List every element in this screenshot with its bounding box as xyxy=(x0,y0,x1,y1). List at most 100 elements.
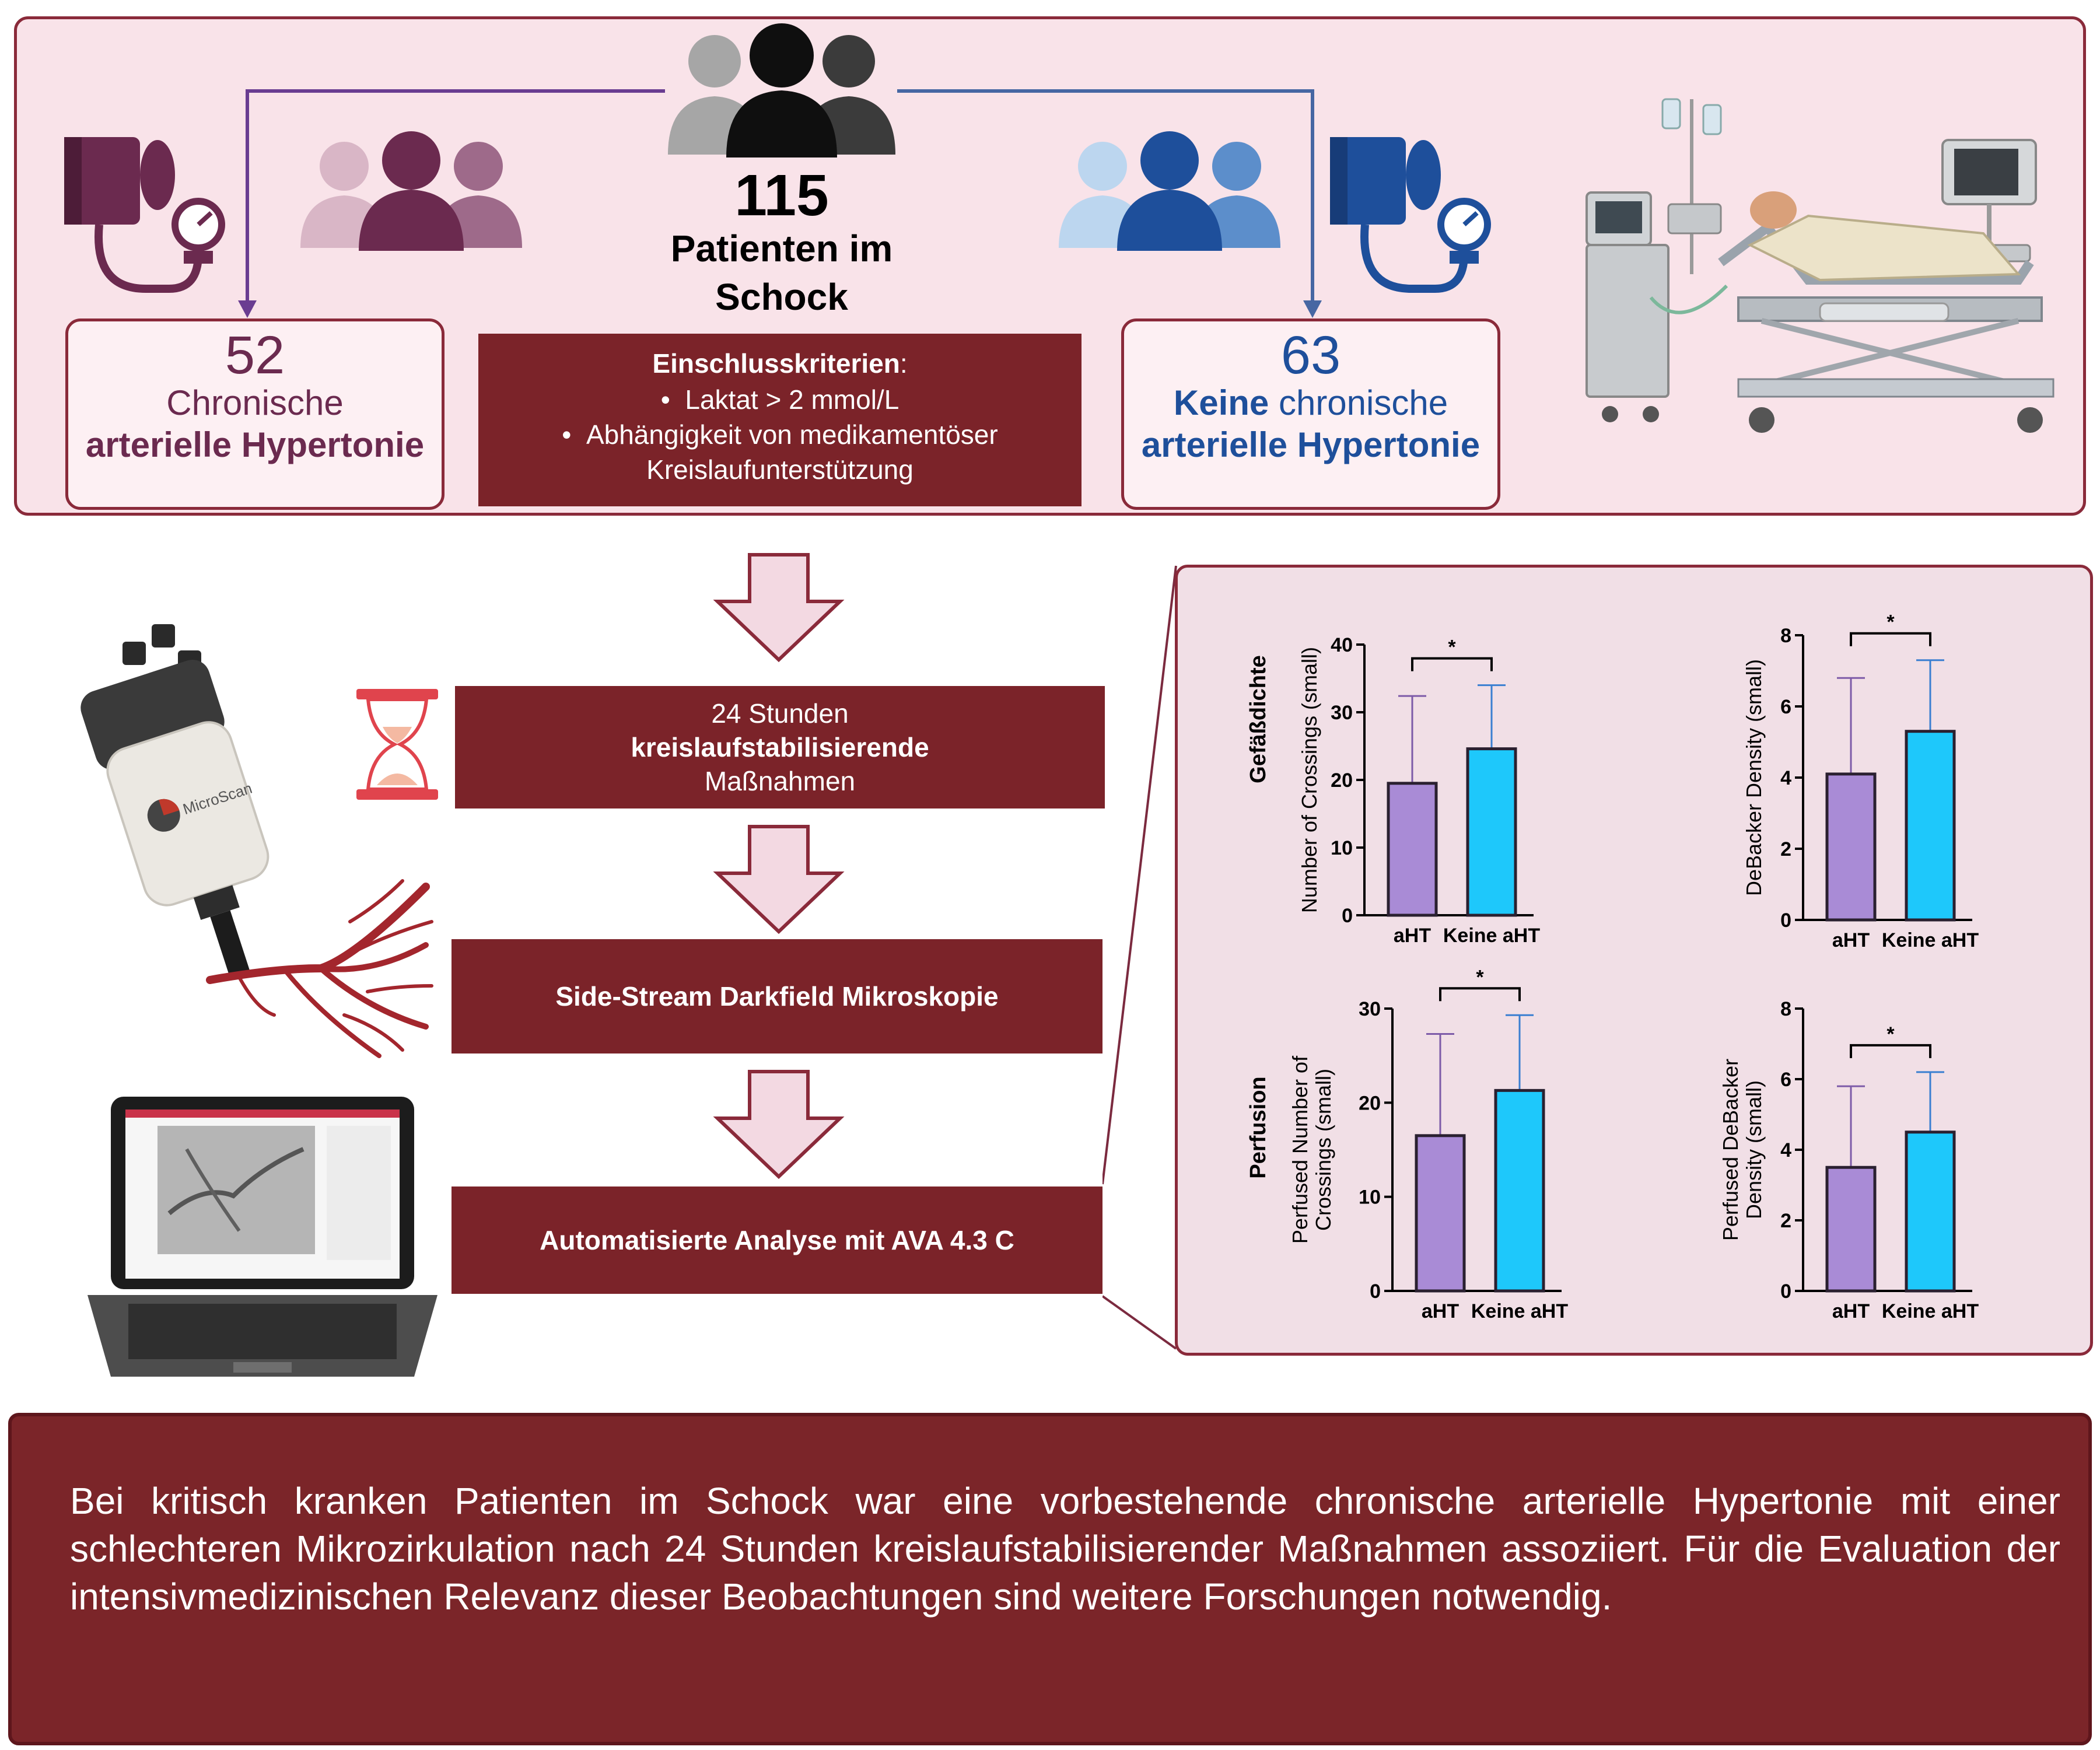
group-label-line1: Chronische xyxy=(166,383,344,422)
y-tick-label: 8 xyxy=(1780,625,1791,647)
y-tick-label: 10 xyxy=(1359,1186,1381,1209)
step3-label: Automatisierte Analyse mit AVA 4.3 C xyxy=(540,1225,1014,1255)
significance-bracket xyxy=(1850,632,1931,646)
criteria-list: • Laktat > 2 mmol/L • Abhängigkeit von m… xyxy=(478,383,1082,487)
step2-label: Side-Stream Darkfield Mikroskopie xyxy=(555,981,999,1012)
x-tick-label: Keine aHT xyxy=(1443,925,1540,947)
bullet-icon: • xyxy=(562,419,586,450)
bullet-icon: • xyxy=(660,384,685,415)
group-count-no-hypertension: 63 xyxy=(1280,326,1341,385)
bar-keine-aht xyxy=(1905,1130,1956,1293)
bar-keine-aht xyxy=(1494,1088,1545,1293)
down-arrow-icon xyxy=(713,825,845,935)
connector-left xyxy=(246,89,665,306)
bar-keine-aht xyxy=(1905,730,1956,922)
x-tick-label: aHT xyxy=(1832,1300,1870,1322)
step1-line2: kreislaufstabilisierende xyxy=(631,732,929,762)
hourglass-icon xyxy=(356,689,438,800)
step-microscopy: Side-Stream Darkfield Mikroskopie xyxy=(452,939,1102,1054)
significance-label: * xyxy=(1887,611,1895,634)
step1-line3: Maßnahmen xyxy=(704,766,856,796)
step-analysis: Automatisierte Analyse mit AVA 4.3 C xyxy=(452,1186,1102,1294)
y-tick-label: 30 xyxy=(1359,998,1381,1020)
x-tick-label: Keine aHT xyxy=(1882,929,1979,951)
y-tick-label: 40 xyxy=(1331,634,1353,656)
significance-label: * xyxy=(1476,966,1484,988)
y-tick-label: 30 xyxy=(1331,702,1353,724)
inclusion-criteria-box: Einschlusskriterien: • Laktat > 2 mmol/L… xyxy=(478,334,1082,506)
blood-vessels-icon xyxy=(206,879,433,1058)
blood-pressure-cuff-icon xyxy=(64,137,225,293)
y-tick-label: 2 xyxy=(1780,1210,1791,1232)
x-tick-label: aHT xyxy=(1394,925,1431,947)
group-box-hypertension: 52 Chronische arterielle Hypertonie xyxy=(65,318,444,510)
x-tick-label: aHT xyxy=(1832,929,1870,951)
people-group-icon xyxy=(1059,131,1280,251)
y-tick-label: 6 xyxy=(1780,696,1791,718)
y-axis-label: Number of Crossings (small) xyxy=(1297,647,1321,913)
connector-left-arrowhead xyxy=(238,300,257,318)
y-tick-label: 8 xyxy=(1780,998,1791,1020)
row-label-density: Gefäßdichte xyxy=(1246,655,1270,783)
significance-label: * xyxy=(1448,636,1456,659)
bar-keine-aht xyxy=(1466,747,1517,917)
conclusion-text: Bei kritisch kranken Patienten im Schock… xyxy=(70,1480,2060,1618)
y-axis-label: DeBacker Density (small) xyxy=(1742,659,1766,896)
zoom-connector-lines xyxy=(1102,565,1177,1350)
blood-pressure-cuff-icon xyxy=(1330,137,1491,293)
group-label-line1: Keine chronische xyxy=(1173,383,1448,422)
y-axis-label: Perfused Number of xyxy=(1288,1055,1312,1244)
y-axis-label: Perfused DeBacker xyxy=(1718,1059,1742,1241)
y-tick-label: 0 xyxy=(1780,1280,1791,1303)
row-label-perfusion: Perfusion xyxy=(1246,1076,1270,1178)
y-tick-label: 6 xyxy=(1780,1069,1791,1091)
total-count: 115 xyxy=(734,163,829,228)
criteria-title: Einschlusskriterien xyxy=(652,348,900,379)
y-tick-label: 0 xyxy=(1370,1280,1381,1303)
down-arrow-icon xyxy=(713,1070,845,1180)
criteria-item: • Abhängigkeit von medikamentöser xyxy=(562,419,998,450)
people-group-icon xyxy=(300,131,522,251)
y-tick-label: 10 xyxy=(1331,837,1353,859)
people-group-icon xyxy=(668,23,895,158)
y-tick-label: 2 xyxy=(1780,838,1791,860)
criteria-item: Kreislaufunterstützung xyxy=(646,454,914,485)
x-tick-label: aHT xyxy=(1422,1300,1459,1322)
criteria-item: • Laktat > 2 mmol/L xyxy=(660,384,900,415)
step1-line1: 24 Stunden xyxy=(711,698,849,729)
bar-aht xyxy=(1825,772,1877,922)
bar-aht xyxy=(1387,782,1438,917)
down-arrow-icon xyxy=(713,553,845,663)
connector-right xyxy=(897,89,1314,306)
bar-aht xyxy=(1415,1134,1466,1293)
group-box-no-hypertension: 63 Keine chronische arterielle Hypertoni… xyxy=(1121,318,1500,510)
significance-bracket xyxy=(1850,1044,1931,1058)
total-patients: 115 Patienten im Schock xyxy=(630,166,933,321)
y-tick-label: 4 xyxy=(1780,1139,1791,1161)
x-tick-label: Keine aHT xyxy=(1471,1300,1568,1322)
microscope-device-icon: MicroScan xyxy=(80,624,270,978)
significance-bracket xyxy=(1439,987,1521,1002)
y-tick-label: 0 xyxy=(1780,909,1791,932)
connector-right-arrowhead xyxy=(1303,300,1322,318)
y-tick-label: 20 xyxy=(1359,1092,1381,1114)
laptop-icon xyxy=(88,1097,438,1377)
group-label-line2: arterielle Hypertonie xyxy=(85,425,425,464)
total-label: Patienten im Schock xyxy=(670,228,893,318)
y-tick-label: 20 xyxy=(1331,769,1353,792)
step-stabilization: 24 Stunden kreislaufstabilisierende Maßn… xyxy=(455,686,1105,808)
bar-aht xyxy=(1825,1166,1877,1293)
y-axis-label: Crossings (small) xyxy=(1311,1069,1335,1231)
y-axis-label: Density (small) xyxy=(1742,1080,1766,1219)
y-tick-label: 0 xyxy=(1342,905,1353,927)
group-count-hypertension: 52 xyxy=(225,326,285,385)
conclusion-panel: Bei kritisch kranken Patienten im Schock… xyxy=(8,1413,2092,1745)
icu-bed-icon xyxy=(1586,98,2054,433)
x-tick-label: Keine aHT xyxy=(1882,1300,1979,1322)
significance-label: * xyxy=(1887,1023,1895,1045)
significance-bracket xyxy=(1411,657,1493,671)
group-label-line2: arterielle Hypertonie xyxy=(1141,425,1480,464)
y-tick-label: 4 xyxy=(1780,767,1791,789)
